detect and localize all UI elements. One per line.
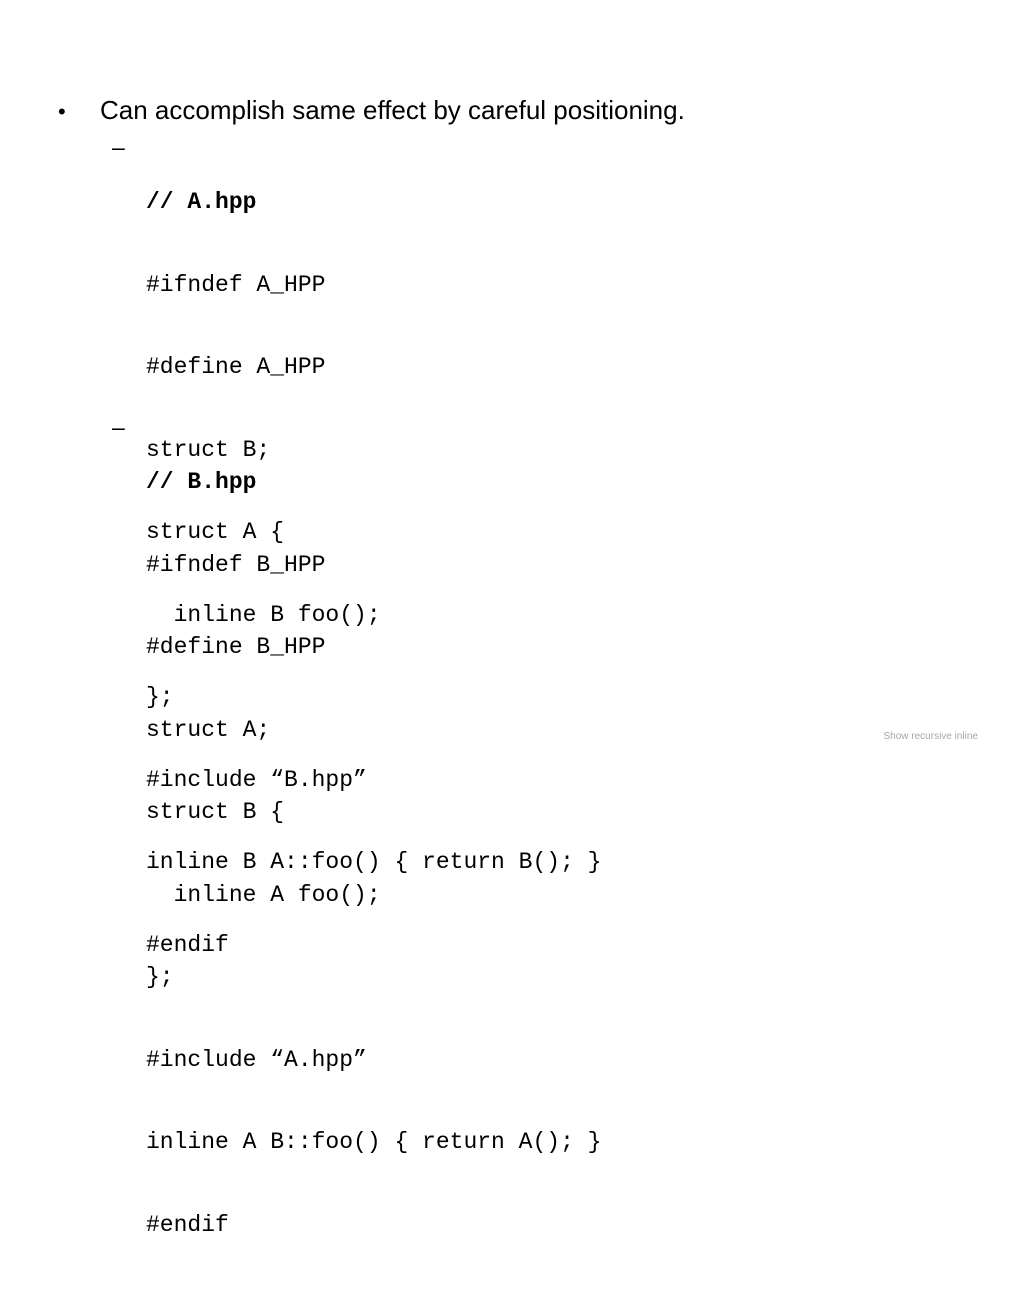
sub-bullet-b-hpp: – // B.hpp #ifndef B_HPP #define B_HPP s… [112, 414, 601, 1294]
code-line: }; [146, 964, 174, 990]
code-line: #ifndef B_HPP [146, 551, 326, 578]
dash-icon: – [112, 414, 125, 440]
code-line: inline B foo(); [146, 601, 381, 628]
code-line: }; [146, 684, 174, 710]
code-line: inline A B::foo() { return A(); } [146, 1129, 602, 1155]
bullet-icon: • [58, 99, 66, 124]
slide: • Can accomplish same effect by careful … [58, 95, 979, 1238]
code-line: inline A foo(); [146, 881, 381, 908]
main-bullet: • Can accomplish same effect by careful … [58, 95, 685, 126]
code-line: struct A; [146, 716, 271, 743]
code-line: #define B_HPP [146, 634, 326, 660]
code-comment: // A.hpp [146, 189, 257, 215]
code-comment: // B.hpp [146, 469, 257, 495]
dash-icon: – [112, 134, 125, 160]
code-block-b-hpp: // B.hpp #ifndef B_HPP #define B_HPP str… [146, 414, 601, 1294]
code-line: struct A { [146, 519, 285, 545]
slide-footer: Show recursive inline [883, 731, 979, 742]
bullet-text: Can accomplish same effect by careful po… [100, 95, 685, 125]
code-line: #define A_HPP [146, 354, 326, 380]
code-line: struct B { [146, 799, 285, 825]
code-line: #include “A.hpp” [146, 1046, 367, 1073]
code-line: struct B; [146, 436, 271, 463]
code-line: #endif [146, 1211, 229, 1238]
code-line: #ifndef A_HPP [146, 271, 326, 298]
